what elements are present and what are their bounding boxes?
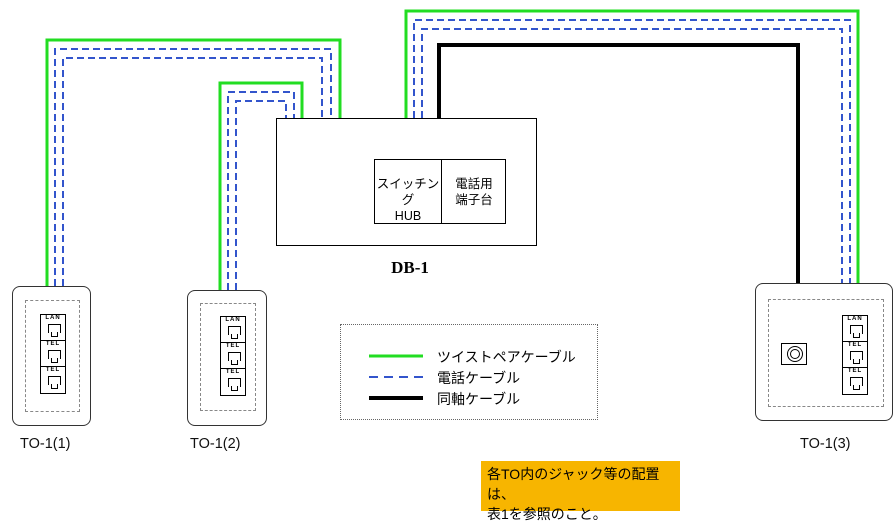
lan-jack: LAN — [221, 317, 245, 343]
outlet-plate: LAN TEL TEL — [200, 303, 256, 411]
legend-telephone: 電話ケーブル — [341, 367, 599, 387]
telephone-cable-to1-3-b — [421, 28, 843, 283]
jack-stack: LAN TEL TEL — [842, 315, 868, 395]
lan-jack: LAN — [843, 316, 867, 342]
telephone-cable-to1-1-a — [54, 48, 332, 286]
legend-label: 同軸ケーブル — [437, 391, 521, 407]
note-text: 各TO内のジャック等の配置は、 表1を参照のこと。 — [487, 466, 660, 522]
outlet-plate: LAN TEL TEL — [768, 299, 884, 407]
divider — [441, 160, 442, 223]
jack-stack: LAN TEL TEL — [40, 314, 66, 394]
tel-jack: TEL — [843, 342, 867, 368]
telephone-cable-to1-2-a — [227, 91, 295, 290]
outlet-to1-2: LAN TEL TEL — [187, 290, 267, 426]
note-box: 各TO内のジャック等の配置は、 表1を参照のこと。 — [481, 461, 680, 522]
coaxial-cable-to1-3 — [437, 43, 800, 283]
twisted-pair-cable-to1-2 — [218, 81, 304, 290]
outlet-to1-3: LAN TEL TEL — [755, 283, 893, 421]
tel-jack: TEL — [843, 368, 867, 394]
tel-jack: TEL — [41, 341, 65, 367]
legend-twisted-pair: ツイストペアケーブル — [341, 346, 599, 366]
switch-and-terminal-block: スイッチング HUB 電話用 端子台 — [374, 159, 506, 224]
switching-hub-label: スイッチング HUB — [376, 177, 440, 223]
lan-jack: LAN — [41, 315, 65, 341]
twisted-pair-cable-to1-3 — [404, 9, 860, 283]
tel-jack: TEL — [221, 369, 245, 395]
outlet-to1-1: LAN TEL TEL — [12, 286, 91, 426]
legend: ツイストペアケーブル 電話ケーブル 同軸ケーブル — [340, 324, 598, 420]
telephone-terminal-label: 電話用 端子台 — [455, 177, 493, 207]
twisted-pair-cable-to1-1 — [45, 38, 342, 286]
telephone-cable-to1-2-b — [235, 100, 287, 290]
telephone-cable-to1-3-a — [413, 19, 851, 283]
tel-jack: TEL — [41, 367, 65, 393]
outlet-plate: LAN TEL TEL — [25, 300, 80, 412]
coaxial-connector-icon — [781, 343, 807, 365]
legend-label: 電話ケーブル — [437, 370, 521, 386]
outlet-label-to1-1: TO-1(1) — [20, 436, 71, 452]
telephone-cable-to1-1-b — [62, 57, 323, 286]
legend-label: ツイストペアケーブル — [437, 349, 576, 365]
outlet-label-to1-3: TO-1(3) — [800, 436, 851, 452]
tel-jack: TEL — [221, 343, 245, 369]
cable-wiring-diagram — [45, 9, 860, 290]
distribution-board-label: DB-1 — [391, 258, 429, 277]
legend-coaxial: 同軸ケーブル — [341, 388, 599, 408]
outlet-label-to1-2: TO-1(2) — [190, 436, 241, 452]
jack-stack: LAN TEL TEL — [220, 316, 246, 396]
